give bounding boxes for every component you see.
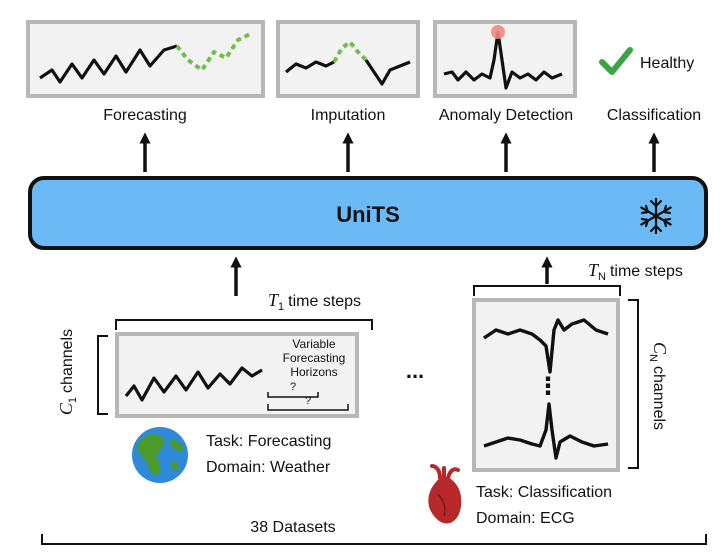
right-task-label: Task: Classification [476,484,612,501]
ecg-channel-2-line [483,402,609,460]
horizon-short-question: ? [290,381,296,393]
right-domain-label: Domain: ECG [476,510,575,527]
forecast-predicted-line [175,32,251,72]
globe-icon [132,427,188,483]
task-label-forecasting: Forecasting [103,107,187,124]
horizon-label-line1: Variable [292,337,335,351]
left-channel-bracket [97,335,108,415]
task-label-classification: Classification [607,107,701,124]
anomaly-dot [491,25,505,39]
horizon-long-question: ? [305,395,311,407]
left-task-label: Task: Forecasting [206,433,331,450]
output-arrows [139,132,660,172]
datasets-label: 38 Datasets [250,519,335,536]
horizon-long-bracket [267,404,349,411]
datasets-ellipsis: ... [406,358,424,383]
forecast-history-line [39,44,178,84]
checkmark-icon [599,47,633,75]
left-domain-label: Domain: Weather [206,459,331,476]
horizon-label-line3: Horizons [290,365,337,379]
heart-icon [428,464,462,524]
svg-text:CNchannels: CNchannels [647,342,670,430]
right-time-bracket [473,285,621,296]
task-label-imputation: Imputation [311,107,386,124]
input-arrows [230,256,553,296]
left-time-bracket [115,319,373,330]
units-model-block: UniTS [28,176,708,250]
imputation-left-line [285,60,335,74]
horizon-label-line2: Forecasting [283,351,346,365]
anomaly-output-panel [433,20,577,98]
channel-vertical-ellipsis: ⋮ [536,373,560,400]
forecasting-output-panel [26,20,265,98]
left-channels-label: C1channels [56,329,79,415]
datasets-bracket [41,534,707,545]
snowflake-icon [640,197,672,235]
weather-series-line [124,366,263,402]
imputation-filled-line [332,40,368,63]
right-channel-bracket [628,299,639,469]
imputation-right-line [364,59,411,86]
task-label-anomaly-detection: Anomaly Detection [439,107,573,124]
right-channels-label: CNchannels [647,342,670,430]
ecg-channel-1-line [483,318,609,374]
horizon-short-bracket [267,392,319,398]
classification-result-label: Healthy [640,55,694,72]
imputation-output-panel [276,20,420,98]
anomaly-signal-line [443,30,563,90]
model-name: UniTS [336,202,400,227]
classification-output: Healthy [599,47,694,75]
svg-text:C1channels: C1channels [56,329,79,415]
